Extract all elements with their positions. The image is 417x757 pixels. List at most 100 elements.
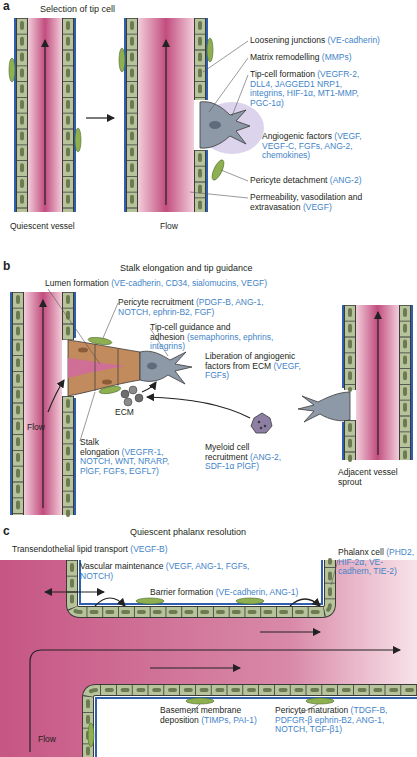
- cell-nuclei: [66, 292, 70, 515]
- label-group: Basement membrane deposition(TIMPs, PAI-…: [160, 706, 270, 725]
- wall-outline: [12, 292, 24, 515]
- leader-line: [80, 392, 95, 441]
- label-group: Tip-cell formation(VEGFR-2, DLL4, JAGGED…: [250, 70, 372, 108]
- process-label: Myeloid cell recruitment: [205, 442, 249, 462]
- label-group: Tip-cell guidance and adhesion(semaphori…: [150, 323, 300, 352]
- cell-nuclei: [88, 690, 417, 757]
- molecule-list: (TIMPs, PAI-1): [201, 715, 257, 725]
- transition-arrow: [86, 117, 114, 118]
- cell-junctions: [17, 18, 27, 212]
- panel-title: Selection of tip cell: [40, 4, 115, 14]
- wall-outline: [126, 18, 138, 212]
- flow-arrow: [260, 631, 320, 632]
- vessel-wall: [72, 560, 417, 757]
- label-group: Lumen formation(VE-cadherin, CD34, sialo…: [45, 279, 375, 289]
- endothelial-cells: [88, 690, 417, 757]
- label-group: Barrier formation(VE-cadherin, ANG-1): [150, 588, 326, 598]
- process-label: Vascular maintenance: [80, 561, 163, 571]
- label-group: Stalk elongation and tip guidance: [120, 264, 370, 274]
- wall-outline: [62, 18, 74, 212]
- cell-junctions: [63, 292, 73, 515]
- basement-membrane: [96, 698, 417, 757]
- flow-arrow: [42, 300, 43, 508]
- vessel-lumen: [356, 305, 399, 460]
- label-group: Flow: [160, 222, 200, 232]
- leader-line: [331, 560, 338, 585]
- panel-title: Quiescent phalanx resolution: [130, 527, 246, 537]
- process-label: Flow: [27, 422, 45, 432]
- process-label: Transendothelial lipid transport: [12, 544, 128, 554]
- flow-arrow: [150, 667, 240, 668]
- pericyte: [88, 336, 113, 346]
- granule: [258, 421, 261, 424]
- cell-nucleus: [209, 121, 221, 129]
- cell-junctions: [127, 18, 137, 212]
- basement-membrane: [11, 292, 412, 515]
- process-label: Angiogenic factors: [262, 131, 332, 141]
- cell-junctions: [63, 18, 73, 212]
- label-group: Flow: [27, 423, 57, 433]
- endothelial-cells: [400, 305, 410, 460]
- endothelial-cells: [127, 18, 137, 212]
- label-group: Permeability, vasodilation and extravasa…: [250, 193, 380, 212]
- process-label: ECM: [115, 407, 134, 417]
- label-group: Pericyte recruitment(PDGF-B, ANG-1, NOTC…: [118, 298, 286, 317]
- wall-outline: [399, 305, 411, 460]
- label-group: Flow: [38, 735, 78, 745]
- process-label: Pericyte detachment: [250, 175, 327, 185]
- flow-arrow: [377, 312, 378, 455]
- label-group: Pericyte maturation(TDGF-B, PDFGR-β ephr…: [275, 706, 413, 735]
- process-label: Loosening junctions: [250, 35, 325, 45]
- ecm-particles: [121, 386, 143, 406]
- endothelial-cells: [13, 292, 23, 515]
- label-group: Angiogenic factors(VEGF, VEGF-C, FGFs, A…: [262, 132, 372, 161]
- endothelial-cells: [63, 292, 73, 515]
- cell-nuclei: [130, 18, 134, 212]
- panel-title: Stalk elongation and tip guidance: [120, 263, 253, 273]
- ecm-particle: [129, 386, 137, 394]
- leader-line: [48, 289, 100, 364]
- label-group: Adjacent vessel sprout: [338, 468, 413, 487]
- label-group: Quiescent vessel: [10, 222, 100, 232]
- label-group: Liberation of angiogenic factors from EC…: [205, 352, 310, 381]
- label-group: a: [3, 2, 23, 13]
- endothelial-cells: [63, 18, 73, 212]
- pericyte: [88, 723, 94, 747]
- molecule-list: (VEGF-B): [130, 544, 167, 554]
- molecule-list: (MMPs): [322, 52, 352, 62]
- molecule-list: (VE-cadherin, ANG-1): [216, 587, 299, 597]
- cell-nuclei: [20, 18, 24, 212]
- endothelial-cells: [17, 18, 27, 212]
- cell-nuclei: [348, 305, 352, 460]
- cell-nuclei: [403, 305, 407, 460]
- pericyte: [306, 698, 334, 704]
- cell-nucleus: [78, 348, 88, 353]
- angiogenic-factor-cloud: [200, 102, 264, 154]
- endothelial-cells: [72, 560, 330, 612]
- flow-arrow: [44, 40, 45, 205]
- process-label: Phalanx cell: [338, 547, 384, 557]
- ecm-particle: [121, 390, 129, 398]
- leader-line: [209, 58, 248, 112]
- detached-pericyte: [210, 158, 227, 181]
- pericyte: [136, 598, 164, 604]
- flow-arrow: [48, 380, 64, 412]
- basement-membrane: [80, 560, 322, 604]
- panel-letter: c: [3, 524, 10, 538]
- cell-junctions: [400, 305, 410, 460]
- cell-junctions: [88, 690, 417, 757]
- process-label: Matrix remodelling: [250, 52, 319, 62]
- maintenance-arrow: [95, 598, 125, 606]
- wall-outline: [16, 18, 28, 212]
- process-label: Pericyte recruitment: [118, 297, 194, 307]
- tip-cell: [140, 351, 192, 384]
- transport-arrow: [45, 591, 104, 592]
- ecm-particle: [124, 398, 132, 406]
- vessel-wall: [22, 18, 200, 212]
- cell-junctions: [13, 292, 23, 515]
- label-group: Phalanx cell(PHD2, HIF-2α, VE-cadhern, T…: [338, 548, 416, 577]
- process-label: Adjacent vessel sprout: [338, 467, 398, 487]
- vessel-lumen: [0, 560, 417, 757]
- cell-nucleus: [102, 380, 112, 385]
- pericyte: [186, 698, 214, 704]
